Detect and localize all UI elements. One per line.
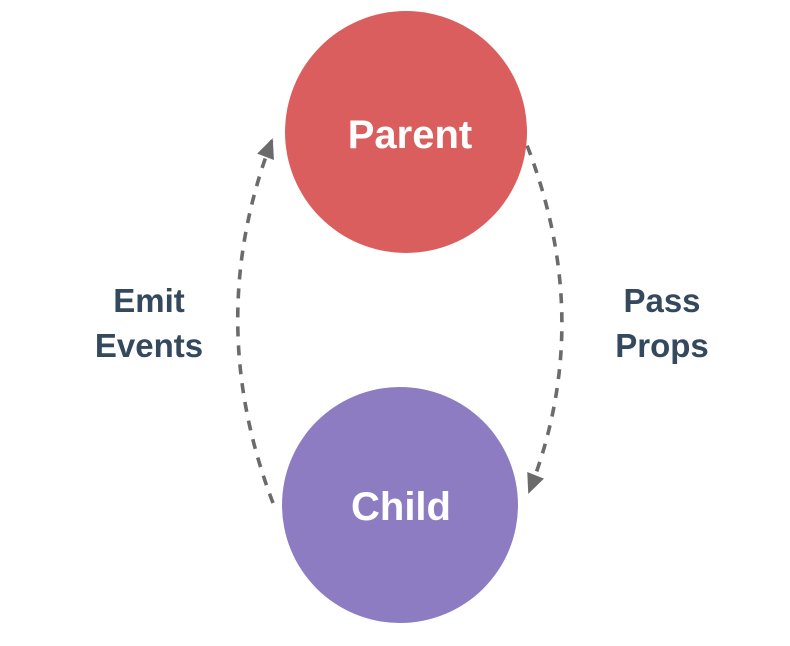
parent-node: [285, 11, 527, 253]
child-node-label: Child: [351, 485, 451, 529]
emit-events-label-line2: Events: [95, 327, 203, 364]
parent-node-label: Parent: [348, 113, 473, 157]
emit-events-label-line1: Emit: [113, 282, 185, 319]
emit-events-arrow: [235, 138, 275, 504]
pass-props-label-line1: Pass: [623, 282, 700, 319]
pass-props-arrow: [518, 127, 564, 494]
child-node: [282, 387, 518, 623]
pass-props-label-line2: Props: [615, 327, 709, 364]
